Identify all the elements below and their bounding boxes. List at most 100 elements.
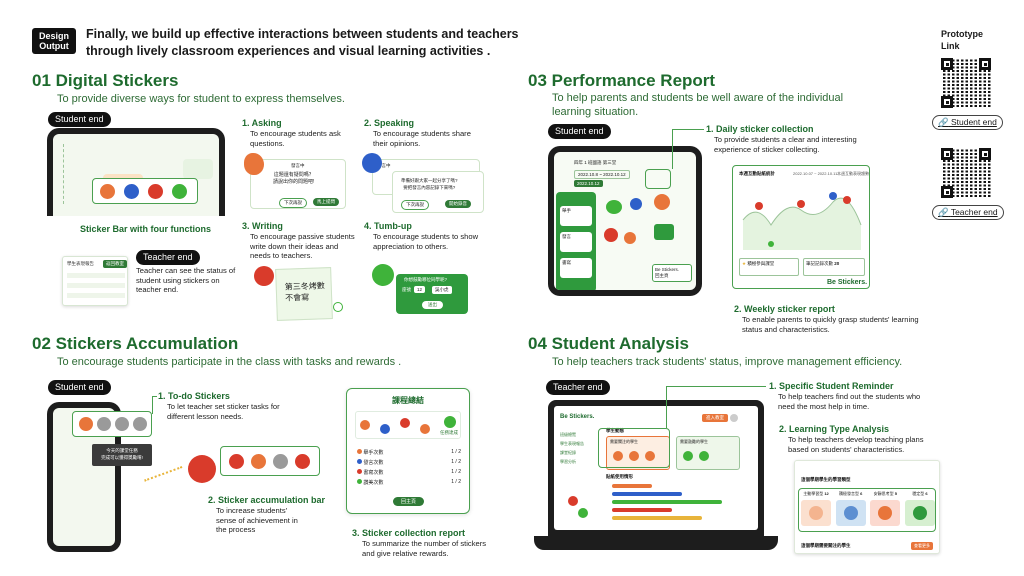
avatar [333, 302, 343, 312]
thumb-card-field-label: 座號 [402, 287, 411, 292]
student-link-label: Student end [950, 117, 997, 127]
s3-feature-weekly-desc: To enable parents to quickly grasp stude… [742, 315, 919, 334]
smile-icon [357, 478, 362, 484]
tablet-day-chip[interactable]: 2022.10.12 [574, 180, 603, 187]
student-qr-code[interactable] [941, 58, 991, 108]
s1-feature-speaking-desc: To encourage students share their opinio… [373, 129, 471, 148]
pushpin-icon[interactable] [115, 417, 129, 431]
leader-line [672, 129, 704, 169]
usage-bar [612, 484, 652, 488]
s2-feature-todo-desc: To let teacher set sticker tasks for dif… [167, 402, 280, 421]
analysis-type-label: 積極發言型 [838, 491, 859, 496]
s3-subtitle: To help parents and students be well awa… [552, 91, 843, 119]
s2-subtitle: To encourage students participate in the… [57, 356, 402, 368]
s2-accumulation-bar[interactable] [220, 446, 320, 476]
s4-reminder-highlight [598, 428, 670, 468]
weekly-title: 本週互動貼紙統計 [739, 171, 775, 176]
teacher-screen-tab[interactable]: 返回教室 [103, 260, 127, 268]
analysis-type-label: 主動學習型 [803, 491, 824, 496]
laptop-nav-item[interactable]: 班級總覽 [560, 432, 576, 437]
smile-icon[interactable] [172, 184, 187, 199]
s1-speaking-card-group: 發言中 準備好跟大家一起分享了嗎? 要把發言內容記錄下來嗎? 下次再說 開始錄音 [362, 153, 486, 215]
analysis-more-button[interactable]: 查看更多 [911, 542, 933, 550]
s1-teacher-end-pill: Teacher end [136, 250, 200, 265]
face-icon [878, 506, 893, 520]
asking-ask-button[interactable]: 馬上提問 [313, 198, 339, 206]
analysis-type[interactable]: 主動學習型 12 [801, 491, 831, 526]
laptop-attention-card[interactable]: 需要關注的學生 [606, 436, 670, 470]
s1-feature-tumbup-title: 4. Tumb-up [364, 221, 412, 231]
analysis-type[interactable]: 積極發言型 6 [835, 491, 866, 526]
speaking-record-button[interactable]: 開始錄音 [445, 200, 471, 208]
tablet-date-range[interactable]: 2022.10.8 ~ 2022.10.12 [574, 170, 630, 179]
teacher-qr-code[interactable] [941, 148, 991, 198]
s1-feature-writing-title: 3. Writing [242, 221, 283, 231]
usage-bar [612, 492, 682, 496]
smile-icon[interactable] [133, 417, 147, 431]
smile-icon [578, 508, 588, 518]
laptop-enter-button[interactable]: 進入教室 [702, 414, 728, 422]
qr-finder [941, 58, 953, 70]
pushpin-icon [568, 496, 578, 506]
hand-icon [420, 424, 430, 434]
teacher-end-link[interactable]: 🔗 Teacher end [932, 205, 1004, 220]
laptop-encourage-card[interactable]: 需要鼓勵的學生 [676, 436, 740, 470]
laptop-card-1-title: 需要關注的學生 [610, 439, 638, 444]
microphone-icon [362, 153, 382, 173]
tablet-brand-sub[interactable]: 回主頁 [655, 273, 669, 278]
s1-asking-card-group: 發言中 這題還有疑問嗎？ 請說出你的問題吧! 下次再說 馬上提問 [244, 153, 348, 211]
hand-icon[interactable] [100, 184, 115, 199]
report-row: 讚美次數 1 / 2 [357, 477, 461, 487]
s1-feature-asking-title: 1. Asking [242, 118, 282, 128]
microphone-icon [357, 458, 362, 464]
s3-subtitle-line-2: learning situation. [552, 106, 639, 118]
asking-card: 發言中 這題還有疑問嗎？ 請說出你的問題吧! 下次再說 馬上提問 [250, 159, 346, 209]
tablet-brand-text: Be Stickers. [655, 267, 680, 272]
s2-todo-sticker-bar[interactable] [72, 411, 152, 437]
s2-task-tooltip: 今天的課堂任務 完成可以獲得獎勵唷! [92, 444, 152, 466]
s4-laptop-screen: Be Stickers. 進入教室 班級總覽 學生表現報告 課堂紀錄 學習分析 … [554, 406, 758, 530]
laptop-nav-item[interactable]: 學生表現報告 [560, 441, 584, 446]
weekly-date-range: 2022.10.07 ~ 2022.10.11 [793, 171, 838, 176]
weekly-stat-2-value: 20 [834, 261, 840, 266]
speaking-later-button[interactable]: 下次再說 [401, 200, 429, 210]
microphone-icon[interactable] [124, 184, 139, 199]
analysis-header: 這個學期學生的學習類型 [801, 477, 851, 482]
s2-feature-accumulation-desc: To increase students' sense of achieveme… [216, 506, 298, 534]
design-output-tag: Design Output [32, 28, 76, 54]
thumb-name-input[interactable]: 吳小虎 [432, 286, 452, 294]
laptop-nav-item[interactable]: 課堂紀錄 [560, 450, 576, 455]
s1-feature-asking-desc: To encourage students ask questions. [250, 129, 341, 148]
s3-weekly-report: 本週互動貼紙統計 2022.10.07 ~ 2022.10.11 本週互動表現趨… [732, 165, 870, 289]
s1-sticker-bar[interactable] [92, 178, 198, 204]
thumb-seat-input[interactable]: 12 [414, 286, 426, 293]
laptop-usage-bars [606, 482, 740, 526]
student-end-link[interactable]: 🔗 Student end [932, 115, 1003, 130]
pushpin-icon[interactable] [148, 184, 163, 199]
analysis-type[interactable]: 穩定型 6 [904, 491, 935, 526]
teacher-screen-header: 學生表現報告 [67, 261, 94, 266]
report-home-button[interactable]: 回主頁 [393, 497, 425, 506]
prototype-title-line-1: Prototype [941, 29, 984, 39]
header-title: Finally, we build up effective interacti… [86, 26, 556, 60]
usage-bar [612, 516, 702, 520]
thumb-submit-button[interactable]: 送出 [422, 301, 443, 309]
analysis-type-label: 穩定型 [912, 491, 925, 496]
avatar [699, 451, 709, 461]
s3-feature-daily-title: 1. Daily sticker collection [706, 124, 814, 134]
qr-finder [941, 96, 953, 108]
s1-bar-caption: Sticker Bar with four functions [80, 224, 212, 234]
pushpin-icon [604, 228, 618, 242]
tablet-card-3: 書寫 [560, 258, 592, 278]
laptop-nav-item[interactable]: 學習分析 [560, 459, 576, 464]
analysis-type-row: 主動學習型 12 積極發言型 6 安靜思考型 5 穩定型 6 [801, 491, 935, 526]
analysis-type[interactable]: 安靜思考型 5 [870, 491, 901, 526]
asking-later-button[interactable]: 下次再說 [279, 198, 307, 208]
hand-icon[interactable] [79, 417, 93, 431]
tablet-brand-badge: Be Stickers. 回主頁 [652, 264, 692, 282]
analysis-type-count: 5 [894, 491, 897, 496]
report-progress-track: 任務達成 [355, 411, 461, 439]
star-icon: ★ [742, 261, 747, 266]
microphone-icon[interactable] [97, 417, 111, 431]
hand-icon [360, 420, 370, 430]
